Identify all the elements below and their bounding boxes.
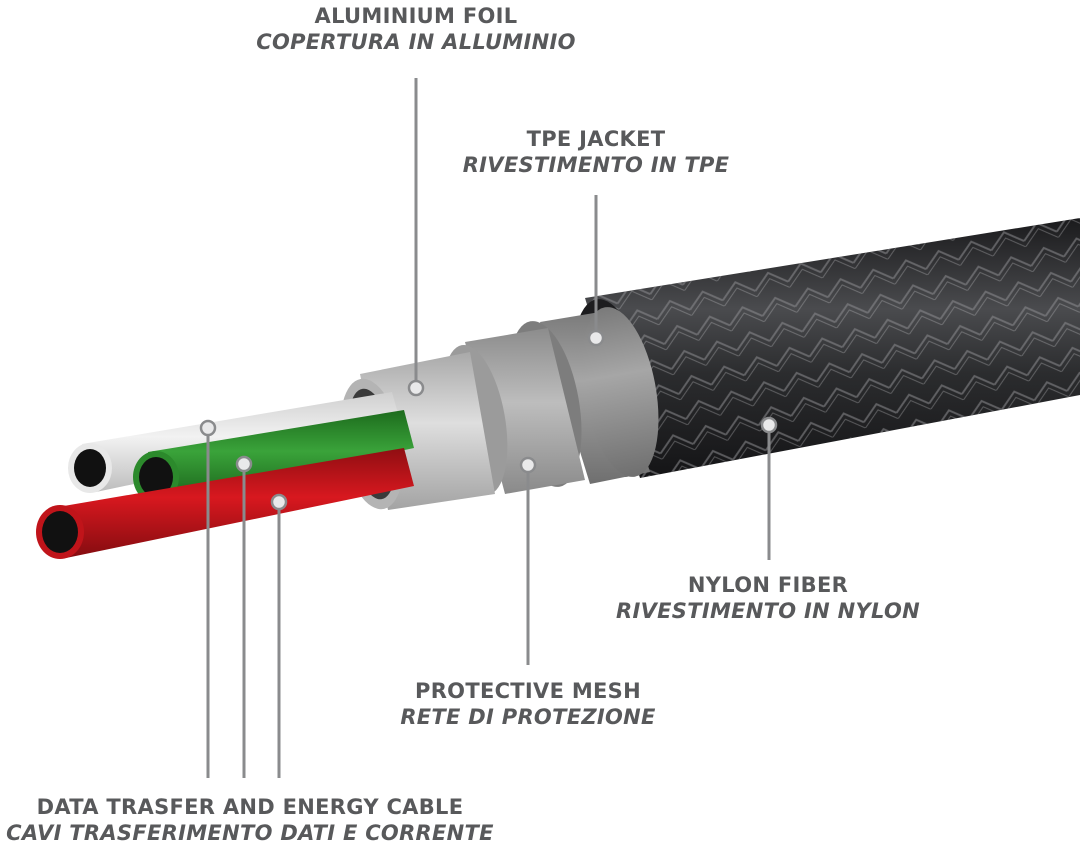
dot-aluminium-foil (407, 379, 425, 397)
label-nylon-fiber: NYLON FIBER RIVESTIMENTO IN NYLON (608, 572, 928, 625)
dot-protective-mesh (519, 456, 537, 474)
dot-tpe-jacket (587, 329, 605, 347)
label-data-cable-en: DATA TRASFER AND ENERGY CABLE (36, 795, 464, 819)
inner-wires (36, 392, 414, 559)
leader-dots (199, 329, 778, 511)
dot-wire-green (235, 455, 253, 473)
label-nylon-fiber-it: RIVESTIMENTO IN NYLON (616, 599, 920, 624)
dot-wire-red (270, 493, 288, 511)
label-protective-mesh-en: PROTECTIVE MESH (415, 679, 641, 703)
label-protective-mesh-it: RETE DI PROTEZIONE (400, 705, 656, 730)
label-nylon-fiber-en: NYLON FIBER (687, 573, 849, 597)
dot-wire-white (199, 419, 217, 437)
label-aluminium-foil-it: COPERTURA IN ALLUMINIO (256, 30, 576, 55)
leader-lines (206, 78, 771, 778)
label-tpe-jacket: TPE JACKET RIVESTIMENTO IN TPE (446, 126, 746, 179)
dot-nylon-fiber (760, 416, 778, 434)
label-data-cable-it: CAVI TRASFERIMENTO DATI E CORRENTE (6, 821, 494, 846)
label-tpe-jacket-it: RIVESTIMENTO IN TPE (462, 153, 730, 178)
label-protective-mesh: PROTECTIVE MESH RETE DI PROTEZIONE (388, 678, 668, 731)
label-tpe-jacket-en: TPE JACKET (526, 127, 666, 151)
label-aluminium-foil-en: ALUMINIUM FOIL (314, 4, 518, 28)
label-aluminium-foil: ALUMINIUM FOIL COPERTURA IN ALLUMINIO (244, 3, 588, 56)
label-data-cable: DATA TRASFER AND ENERGY CABLE CAVI TRASF… (0, 794, 500, 847)
